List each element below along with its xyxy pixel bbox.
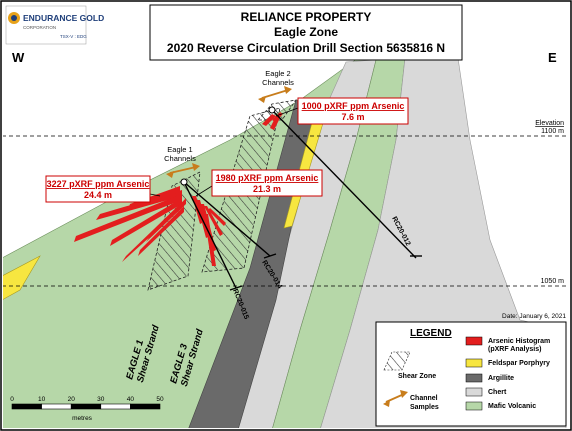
title-line-3: 2020 Reverse Circulation Drill Section 5… — [167, 41, 445, 55]
callout-length: 7.6 m — [341, 112, 364, 122]
callout-leader — [149, 193, 161, 197]
callout-length: 24.4 m — [84, 190, 112, 200]
west-label: W — [12, 50, 25, 65]
scale-tick-label: 50 — [156, 396, 164, 403]
callout-rc20-012: 1000 pXRF ppm Arsenic 7.6 m — [297, 97, 409, 125]
callout-value: 3227 pXRF ppm Arsenic — [47, 179, 150, 189]
title-block: RELIANCE PROPERTY Eagle Zone 2020 Revers… — [149, 4, 463, 61]
legend-item-label: Argillite — [488, 375, 514, 382]
callout-length: 21.3 m — [253, 184, 281, 194]
scale-unit: metres — [72, 415, 93, 422]
east-label: E — [548, 50, 557, 65]
drillhole-rc20-015 — [183, 181, 243, 291]
elevation-lower-label: 1050 m — [541, 278, 565, 285]
legend-item-label: Mafic Volcanic — [488, 403, 536, 410]
collar-rc20-014-015 — [180, 178, 188, 186]
arsenic-bar — [262, 114, 276, 126]
channel-samples-eagle-2 — [258, 86, 292, 103]
legend-swatch — [465, 358, 483, 368]
legend-item-label: Chert — [488, 389, 507, 396]
scale-bar: 0 10 20 30 40 50 — [10, 396, 164, 410]
scale-tick-label: 30 — [97, 396, 105, 403]
arsenic-bar — [128, 186, 180, 210]
scale-tick-label: 40 — [127, 396, 135, 403]
arsenic-bar — [74, 194, 182, 242]
legend-shear-zone-swatch — [383, 351, 411, 371]
elevation-upper-label: 1100 m — [541, 128, 564, 135]
arsenic-bar — [204, 206, 223, 236]
callout-value: 1000 pXRF ppm Arsenic — [302, 101, 405, 111]
scale-bar-segment — [11, 403, 42, 410]
scale-tick-label: 20 — [68, 396, 76, 403]
legend-item-label: Arsenic Histogram(pXRF Analysis) — [488, 338, 550, 353]
date-label: Date: January 6, 2021 — [502, 313, 566, 320]
title-line-2: Eagle Zone — [274, 25, 338, 39]
company-logo: ENDURANCE GOLD CORPORATION TSX-V : EDG — [5, 5, 104, 45]
legend-swatch — [465, 336, 483, 346]
legend-item-label: Feldspar Porphyry — [488, 360, 550, 367]
callout-rc20-014: 1980 pXRF ppm Arsenic 21.3 m — [211, 169, 323, 197]
legend: LEGEND Arsenic Histogram(pXRF Analysis) F… — [375, 321, 567, 427]
legend-swatch — [465, 387, 483, 397]
scale-bar-segment — [130, 403, 161, 410]
scale-bar-segment — [100, 403, 131, 410]
logo-ticker: TSX-V : EDG — [60, 34, 87, 39]
logo-subtitle: CORPORATION — [23, 25, 56, 30]
drillhole-rc20-012 — [271, 109, 422, 259]
legend-shear-zone-label: Shear Zone — [398, 373, 436, 380]
callout-value: 1980 pXRF ppm Arsenic — [216, 173, 319, 183]
legend-title: LEGEND — [410, 328, 452, 339]
callout-leader — [275, 107, 299, 117]
scale-bar-segment — [41, 403, 72, 410]
logo-name: ENDURANCE GOLD — [23, 13, 104, 23]
callout-leader — [195, 185, 213, 197]
arsenic-bar — [122, 202, 182, 262]
callout-rc20-015: 3227 pXRF ppm Arsenic 24.4 m — [45, 175, 151, 203]
arsenic-bar — [204, 214, 216, 266]
title-line-1: RELIANCE PROPERTY — [241, 10, 372, 24]
collar-rc20-012 — [268, 106, 276, 114]
scale-tick-label: 0 — [10, 396, 14, 403]
legend-swatch — [465, 401, 483, 411]
arsenic-bar — [110, 198, 182, 246]
arsenic-bar — [208, 208, 226, 226]
legend-channel-swatch — [383, 390, 408, 407]
elevation-heading: Elevation — [535, 120, 564, 127]
arsenic-histogram — [74, 112, 283, 266]
shear-zone-eagle-2 — [257, 99, 297, 121]
legend-swatch — [465, 373, 483, 383]
channel-samples-eagle-1 — [166, 163, 200, 178]
feldspar-porphyry-unit-left — [3, 255, 41, 300]
scale-bar-segment — [70, 403, 102, 410]
arsenic-bar — [146, 198, 186, 242]
scale-tick-label: 10 — [38, 396, 46, 403]
arsenic-bar — [138, 206, 184, 256]
